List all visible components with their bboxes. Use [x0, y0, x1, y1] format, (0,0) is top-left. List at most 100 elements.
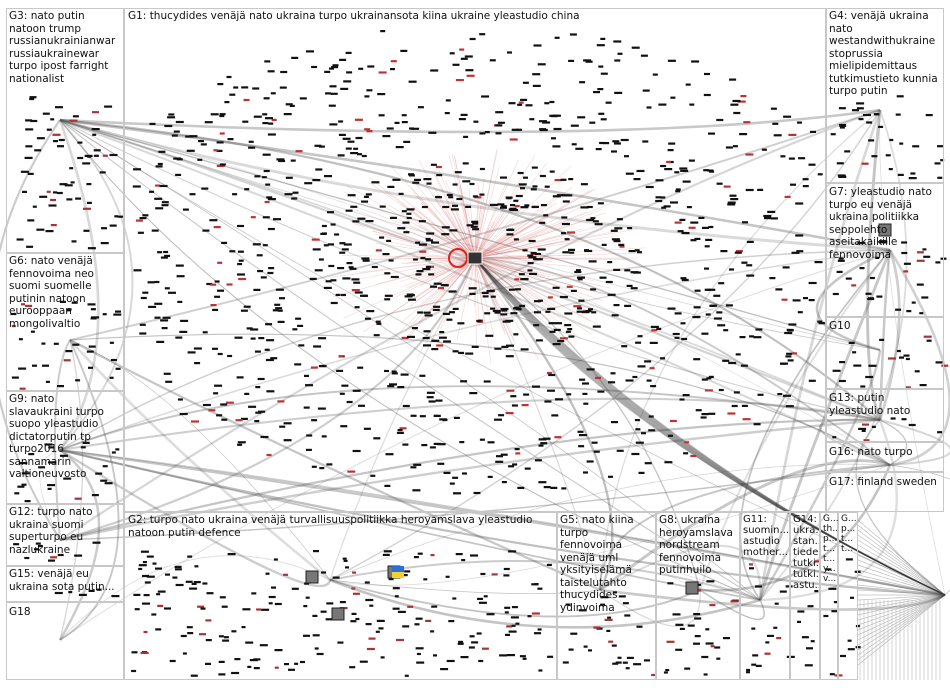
- group-box-g14[interactable]: [790, 512, 820, 680]
- node: [352, 592, 360, 595]
- node: [345, 147, 352, 150]
- node: [786, 352, 793, 355]
- node: [264, 60, 271, 63]
- edge: [857, 574, 946, 596]
- node: [50, 118, 55, 121]
- group-box-g19[interactable]: [820, 512, 838, 680]
- node: [709, 604, 716, 607]
- node: [517, 486, 525, 489]
- node: [817, 173, 823, 176]
- node: [373, 437, 381, 440]
- group-box-g15[interactable]: [6, 566, 124, 602]
- node: [460, 380, 468, 383]
- edge: [857, 534, 946, 596]
- node: [75, 197, 82, 200]
- node: [354, 306, 360, 309]
- node: [914, 370, 920, 373]
- node: [449, 482, 455, 485]
- node: [631, 452, 640, 456]
- node: [264, 348, 270, 351]
- group-box-g3[interactable]: [6, 8, 124, 253]
- node: [899, 142, 904, 145]
- node: [693, 642, 700, 645]
- node: [592, 325, 601, 328]
- node: [219, 113, 226, 116]
- group-box-g5[interactable]: [557, 512, 656, 680]
- node: [644, 462, 652, 465]
- node: [466, 224, 474, 227]
- edge: [433, 173, 476, 259]
- group-box-g7[interactable]: [826, 183, 944, 317]
- node: [408, 80, 417, 83]
- group-label-g14: G14: ukra... stan... tiede... tutki... t…: [793, 514, 819, 591]
- group-box-g11[interactable]: [740, 512, 790, 680]
- node: [305, 448, 312, 451]
- node: [83, 207, 91, 210]
- node: [378, 627, 384, 630]
- group-box-g4[interactable]: [826, 8, 944, 183]
- node: [511, 606, 518, 609]
- node: [879, 338, 885, 341]
- edge: [445, 211, 476, 259]
- node: [328, 104, 336, 107]
- node: [509, 207, 517, 210]
- edge: [329, 578, 761, 629]
- node: [765, 641, 770, 644]
- group-box-g8[interactable]: [656, 512, 740, 680]
- group-box-g13[interactable]: [826, 389, 944, 442]
- node: [658, 103, 667, 106]
- group-box-g10[interactable]: [826, 317, 944, 389]
- node: [433, 654, 437, 657]
- group-box-g6[interactable]: [6, 253, 124, 391]
- node: [745, 153, 754, 156]
- node: [50, 556, 58, 559]
- group-box-g20[interactable]: [838, 512, 858, 680]
- group-box-g18[interactable]: [6, 602, 124, 680]
- node: [74, 497, 82, 500]
- edge: [383, 240, 476, 259]
- edge: [368, 177, 476, 259]
- node: [210, 113, 219, 116]
- node: [352, 220, 360, 223]
- edge: [474, 231, 615, 259]
- node: [88, 345, 96, 348]
- group-box-g16[interactable]: [826, 442, 944, 472]
- node: [607, 293, 616, 296]
- group-box-g2[interactable]: [124, 512, 557, 680]
- node: [764, 652, 771, 655]
- node: [490, 307, 496, 310]
- node: [337, 154, 345, 157]
- node: [202, 331, 208, 334]
- node: [19, 462, 28, 465]
- group-box-g9[interactable]: [6, 391, 124, 504]
- node: [304, 582, 310, 585]
- node: [277, 320, 285, 323]
- node: [534, 583, 539, 586]
- node: [441, 233, 450, 236]
- node: [410, 414, 417, 417]
- node: [21, 472, 30, 475]
- node: [782, 394, 791, 397]
- group-box-g12[interactable]: [6, 504, 124, 566]
- node: [267, 70, 275, 73]
- edge: [699, 249, 891, 591]
- node: [852, 351, 857, 354]
- edge: [474, 208, 564, 259]
- node: [679, 218, 686, 221]
- edge: [857, 529, 946, 596]
- node: [578, 445, 585, 448]
- node: [888, 357, 896, 360]
- node: [751, 627, 756, 630]
- node: [566, 393, 572, 396]
- edge: [460, 184, 476, 259]
- node: [440, 284, 449, 287]
- node: [716, 311, 723, 314]
- edge: [857, 589, 946, 596]
- group-box-g17[interactable]: [826, 472, 944, 512]
- node: [532, 385, 540, 388]
- group-box-g1[interactable]: [124, 8, 826, 512]
- node: [617, 656, 622, 659]
- node: [636, 169, 645, 173]
- node: [219, 132, 225, 135]
- node: [433, 282, 442, 285]
